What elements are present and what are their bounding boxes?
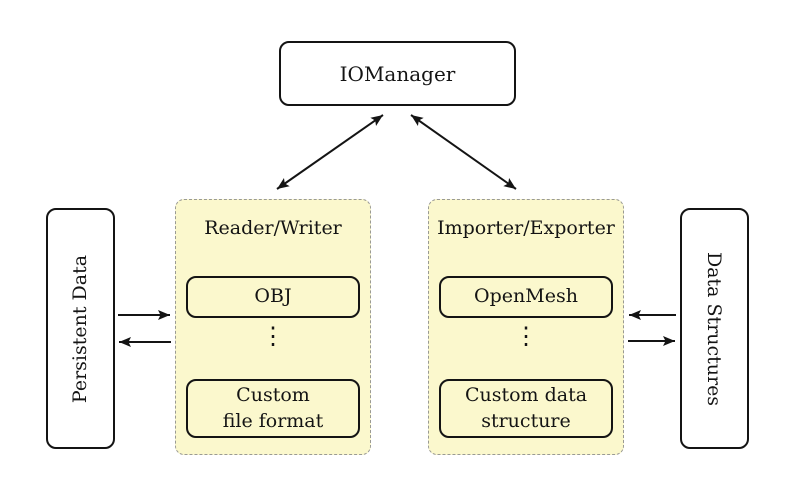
custom-data-structure-label: Custom data structure (464, 384, 588, 432)
data-structures-label: Data Structures (703, 251, 726, 406)
vertical-ellipsis: ⋮ (261, 322, 285, 350)
iomanager-node: IOManager (279, 41, 516, 106)
data-structures-node: Data Structures (680, 208, 749, 449)
importer-exporter-group: Importer/Exporter OpenMesh ⋮ Custom data… (428, 199, 624, 455)
obj-node: OBJ (186, 276, 360, 318)
custom-data-structure-node: Custom data structure (439, 379, 613, 438)
reader-writer-group-title: Reader/Writer (204, 217, 342, 239)
openmesh-node: OpenMesh (439, 276, 613, 318)
obj-node-label: OBJ (254, 285, 292, 308)
reader-writer-group: Reader/Writer OBJ ⋮ Custom file format (175, 199, 371, 455)
importer-exporter-group-title: Importer/Exporter (437, 217, 615, 239)
arrow-iomanager-readerwriter (276, 114, 384, 190)
arrow-iomanager-importerexporter (410, 114, 517, 190)
persistent-data-label: Persistent Data (69, 254, 92, 403)
vertical-ellipsis: ⋮ (514, 322, 538, 350)
openmesh-node-label: OpenMesh (474, 285, 578, 308)
iomanager-label: IOManager (339, 61, 456, 86)
custom-file-format-label: Custom file format (222, 384, 324, 432)
persistent-data-node: Persistent Data (46, 208, 115, 449)
custom-file-format-node: Custom file format (186, 379, 360, 438)
